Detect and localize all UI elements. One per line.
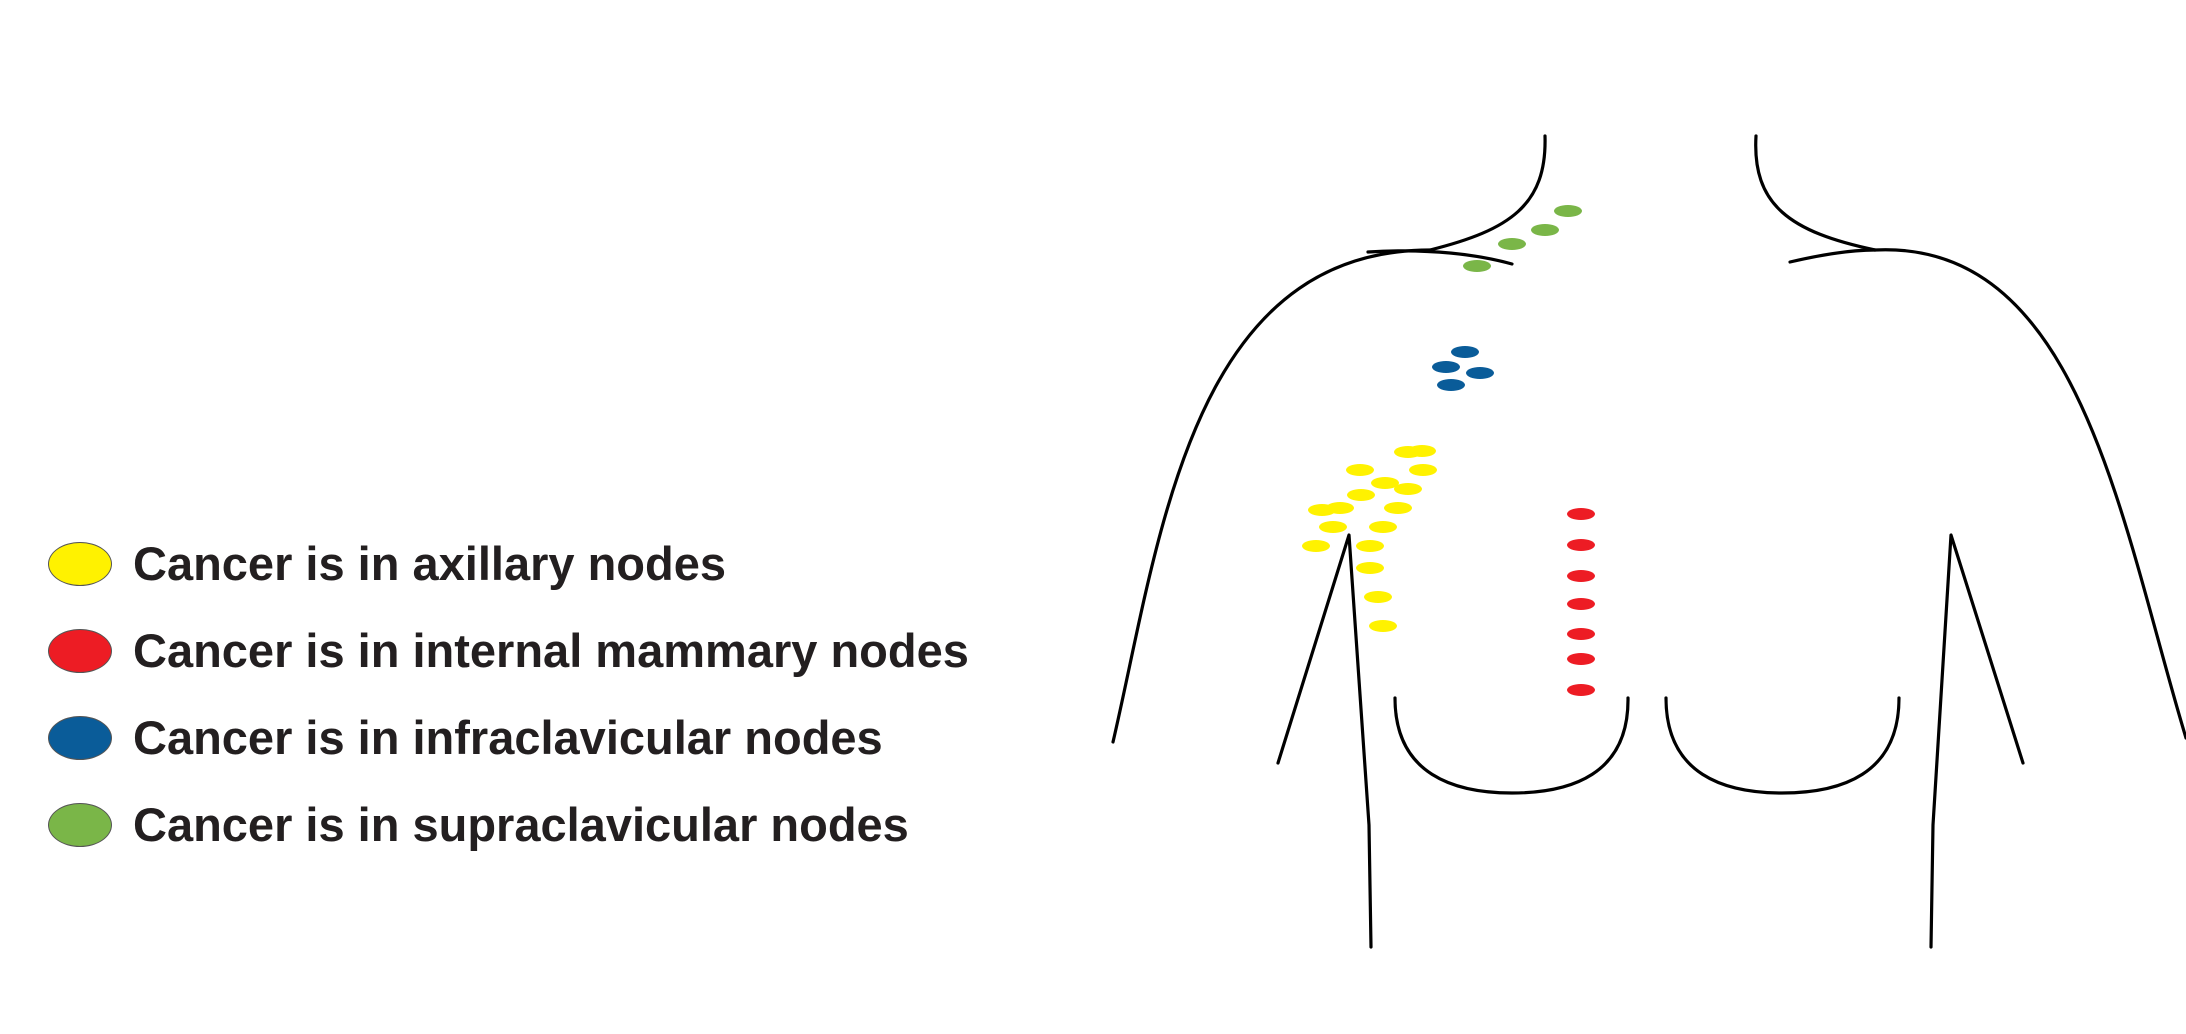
infraclavicular-node (1451, 346, 1479, 358)
left-armpit-line (1276, 533, 1373, 949)
right-breast-line (1664, 696, 1901, 795)
axillary-node (1369, 620, 1397, 632)
infraclavicular-node (1432, 361, 1460, 373)
legend-label-axillary: Cancer is in axillary nodes (133, 537, 726, 590)
infraclavicular-node (1466, 367, 1494, 379)
legend-item-infraclavicular: Cancer is in infraclavicular nodes (48, 694, 969, 781)
supraclavicular-node (1531, 224, 1559, 236)
legend-item-internal-mammary: Cancer is in internal mammary nodes (48, 607, 969, 694)
internal-mammary-nodes (1567, 508, 1595, 696)
left-shoulder-arm-line (1111, 248, 1432, 744)
right-shoulder-arm-line (1873, 248, 2186, 740)
supraclavicular-node (1554, 205, 1582, 217)
right-clavicle-line (1788, 248, 1877, 264)
left-clavicle-line (1366, 249, 1514, 266)
legend-item-supraclavicular: Cancer is in supraclavicular nodes (48, 781, 969, 868)
axillary-node (1356, 540, 1384, 552)
supraclavicular-nodes (1463, 205, 1582, 272)
axillary-node (1347, 489, 1375, 501)
torso-outline (1111, 134, 2186, 949)
internal-mammary-node (1567, 598, 1595, 610)
supraclavicular-swatch-icon (48, 802, 112, 847)
axillary-nodes (1302, 445, 1437, 632)
infraclavicular-nodes (1432, 346, 1494, 391)
internal-mammary-node (1567, 508, 1595, 520)
internal-mammary-node (1567, 628, 1595, 640)
axillary-node (1319, 521, 1347, 533)
axillary-node (1346, 464, 1374, 476)
right-neck-line (1754, 134, 1877, 252)
supraclavicular-node (1498, 238, 1526, 250)
axillary-node (1371, 477, 1399, 489)
legend-label-infraclavicular: Cancer is in infraclavicular nodes (133, 711, 883, 764)
axillary-node (1356, 562, 1384, 574)
axillary-node (1369, 521, 1397, 533)
infraclavicular-swatch-icon (48, 715, 112, 760)
left-neck-line (1428, 134, 1547, 252)
supraclavicular-node (1463, 260, 1491, 272)
axillary-node (1308, 504, 1336, 516)
internal-mammary-node (1567, 570, 1595, 582)
axillary-node (1394, 446, 1422, 458)
right-armpit-line (1929, 533, 2025, 949)
internal-mammary-node (1567, 539, 1595, 551)
axillary-node (1302, 540, 1330, 552)
axillary-node (1409, 464, 1437, 476)
left-breast-line (1393, 696, 1630, 795)
internal-mammary-swatch-icon (48, 628, 112, 673)
legend: Cancer is in axillary nodes Cancer is in… (48, 520, 969, 868)
axillary-node (1364, 591, 1392, 603)
axillary-swatch-icon (48, 541, 112, 586)
legend-label-supraclavicular: Cancer is in supraclavicular nodes (133, 798, 909, 851)
infraclavicular-node (1437, 379, 1465, 391)
internal-mammary-node (1567, 653, 1595, 665)
legend-label-internal-mammary: Cancer is in internal mammary nodes (133, 624, 969, 677)
internal-mammary-node (1567, 684, 1595, 696)
legend-item-axillary: Cancer is in axillary nodes (48, 520, 969, 607)
axillary-node (1384, 502, 1412, 514)
axillary-node (1394, 483, 1422, 495)
